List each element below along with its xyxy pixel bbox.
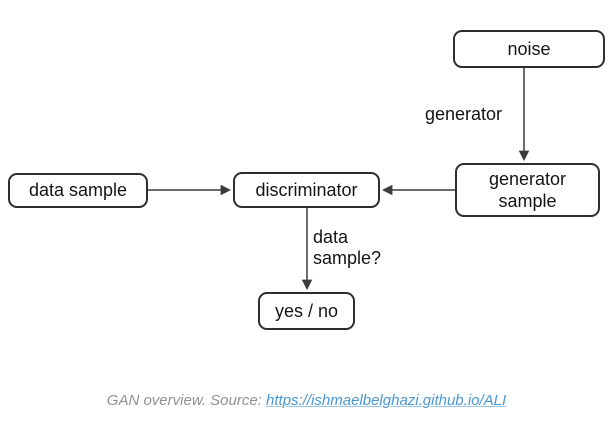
node-data-sample: data sample (8, 173, 148, 208)
node-yes-no: yes / no (258, 292, 355, 330)
node-generator-sample: generator sample (455, 163, 600, 217)
edge-label-data-sample-question-line2: sample? (313, 248, 382, 268)
edge-label-generator: generator (425, 104, 503, 124)
node-generator-sample-label-line1: generator (488, 168, 567, 189)
node-noise: noise (453, 30, 605, 68)
figure-caption: GAN overview. Source: https://ishmaelbel… (0, 392, 613, 409)
caption-source-link[interactable]: https://ishmaelbelghazi.github.io/ALI (266, 392, 507, 409)
node-yes-no-label: yes / no (274, 300, 339, 321)
edge-label-data-sample-question: data sample? (313, 227, 381, 269)
node-generator-sample-label-line2: sample (498, 191, 557, 211)
edge-label-data-sample-question-line1: data (313, 227, 349, 247)
node-noise-label: noise (507, 38, 551, 59)
node-data-sample-label: data sample (28, 180, 128, 201)
caption-text: GAN overview. Source: (106, 392, 267, 409)
node-discriminator-label: discriminator (255, 179, 358, 200)
node-discriminator: discriminator (233, 172, 380, 208)
